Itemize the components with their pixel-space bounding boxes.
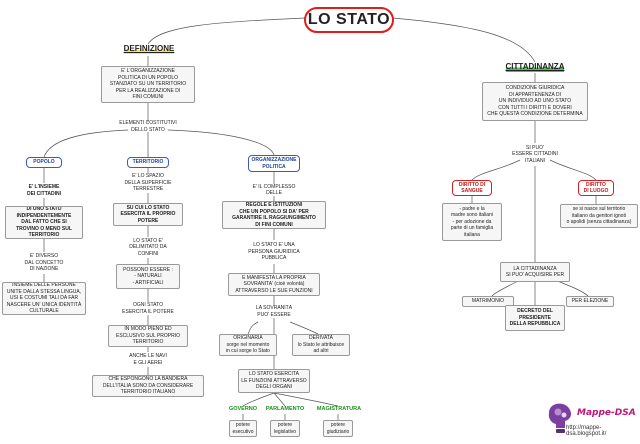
cittadinanza-def: CONDIZIONE GIURIDICA DI APPARTENENZA DI … [482,82,588,121]
magistratura-label: MAGISTRATURA [316,405,362,412]
territorio-tipi: POSSONO ESSERE : - NATURALI - ARTIFICIAL… [116,264,180,289]
territorio-confini: LO STATO E' DELIMITATO DA CONFINI [129,237,167,257]
brain-gears-icon [548,403,572,433]
territorio-def2: SU CUI LO STATO ESERCITA IL PROPRIO POTE… [113,203,183,226]
link-elements-popolo [43,129,129,158]
cittadinanza-puo: SI PUO' ESSERE CITTADINI ITALIANI [512,144,558,164]
territorio-modo: IN MODO PIENO ED ESCLUSIVO SUL PROPRIO T… [108,325,188,347]
popolo-def: E' L'INSIEME DEI CITTADINI [26,184,62,197]
territorio-node: TERRITORIO [127,157,169,168]
org-funzioni: LO STATO ESERCITA LE FUNZIONI ATTRAVERSO… [238,369,310,393]
popolo-nazione: INSIEME DELLE PERSONE UNITE DALLA STESSA… [2,282,86,315]
diritto-sangue-node: DIRITTO DI SANGUE [452,180,492,196]
elezione-box: PER ELEZIONE [566,296,614,307]
legislativo-box: potere legislativo [270,420,300,437]
org-complesso: E' IL COMPLESSO DELLE [252,184,296,196]
cittadinanza-header: CITTADINANZA [496,60,574,74]
territorio-def: E' LO SPAZIO DELLA SUPERFICIE TERRESTRE [124,173,172,193]
territorio-ogni: OGNI STATO ESERCITA IL POTERE [122,302,174,315]
matrimonio-box: MATRIMONIO [462,296,514,307]
diritto-luogo-text: se si nasce sul territorio italiano da g… [560,204,638,228]
org-sovranita: E MANIFESTA LA PROPRIA SOVRANITA' (cioè … [228,273,320,296]
link-title-cittadinanza [392,17,536,63]
popolo-diverso: E' DIVERSO DAL CONCETTO DI NAZIONE [24,253,64,273]
org-persona: LO STATO E' UNA PERSONA GIURIDICA PUBBLI… [248,242,300,262]
logo-name: Mappe-DSA [577,408,636,418]
decreto-box: DECRETO DEL PRESIDENTE DELLA REPUBBLICA [505,305,565,331]
org-regole: REGOLE E ISTITUZIONI CHE UN POPOLO SI DA… [222,201,326,229]
popolo-node: POPOLO [26,157,62,168]
territorio-navi: ANCHE LE NAVI E GLI AEREI [129,353,167,366]
logo-url[interactable]: http://mappe-dsa.blogspot.it/ [566,425,607,437]
diritto-luogo-node: DIRITTO DI LUOGO [578,180,614,196]
popolo-def2: DI UNO STATO INDIPENDENTEMENTE DAL FATTO… [5,206,83,239]
org-derivata: DERIVATA lo Stato le attribuisce ad altr… [292,334,350,356]
esecutivo-box: potere esecutivo [229,420,257,437]
link-elements-org [167,129,275,156]
org-originaria: ORIGINARIA sorge nel momento in cui sorg… [219,334,277,356]
page-title: LO STATO [304,7,394,33]
giudiziario-box: potere giudiziario [323,420,353,437]
definizione-header-label: DEFINIZIONE [123,43,175,55]
link-title-definizione [147,17,306,45]
org-puo: LA SOVRANITÀ PUO' ESSERE [255,305,293,318]
governo-label: GOVERNO [228,405,258,412]
acquisire-box: LA CITTADINANZA SI PUO' ACQUISIRE PER [500,262,570,282]
cittadinanza-header-label: CITTADINANZA [505,61,565,73]
diritto-sangue-text: - padre e la madre sono italiani - per a… [442,203,502,241]
territorio-bandiera: CHE ESPONGONO LA BANDIERA DELL'ITALIA SO… [92,375,204,397]
organizzazione-node: ORGANIZZAZIONE POLITICA [248,155,300,172]
parlamento-label: PARLAMENTO [265,405,305,412]
elements-label: ELEMENTI COSTITUTIVI DELLO STATO [119,120,177,133]
definition-box: E' L'ORGANIZZAZIONE POLITICA DI UN POPOL… [101,66,195,103]
definizione-header: DEFINIZIONE [112,42,186,56]
